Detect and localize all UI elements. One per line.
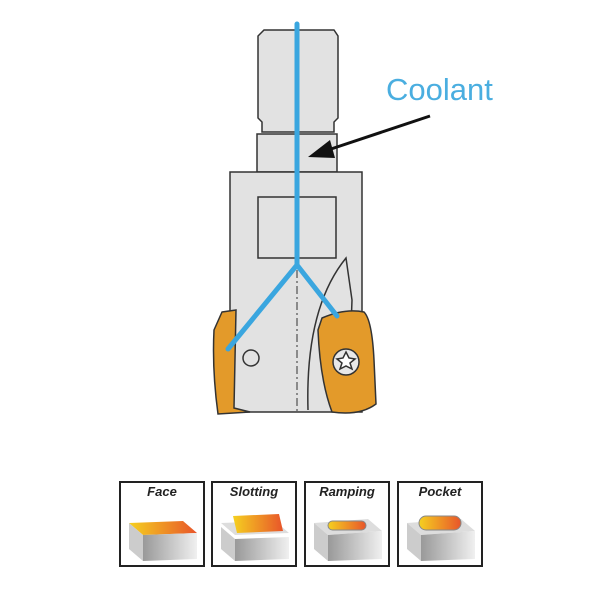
operation-label: Ramping xyxy=(319,484,375,499)
coolant-label: Coolant xyxy=(386,72,493,107)
operation-label: Face xyxy=(147,484,177,499)
operation-slotting: Slotting xyxy=(211,481,297,567)
operation-label: Pocket xyxy=(418,484,462,499)
operation-label: Slotting xyxy=(229,484,279,499)
operation-face: Face xyxy=(119,481,205,567)
operation-pocket: Pocket xyxy=(397,481,483,567)
operation-ramping: Ramping xyxy=(304,481,390,567)
left-insert xyxy=(212,309,251,415)
arrow-icon xyxy=(308,114,431,158)
hole xyxy=(242,349,260,367)
coolant-channel xyxy=(225,21,340,352)
